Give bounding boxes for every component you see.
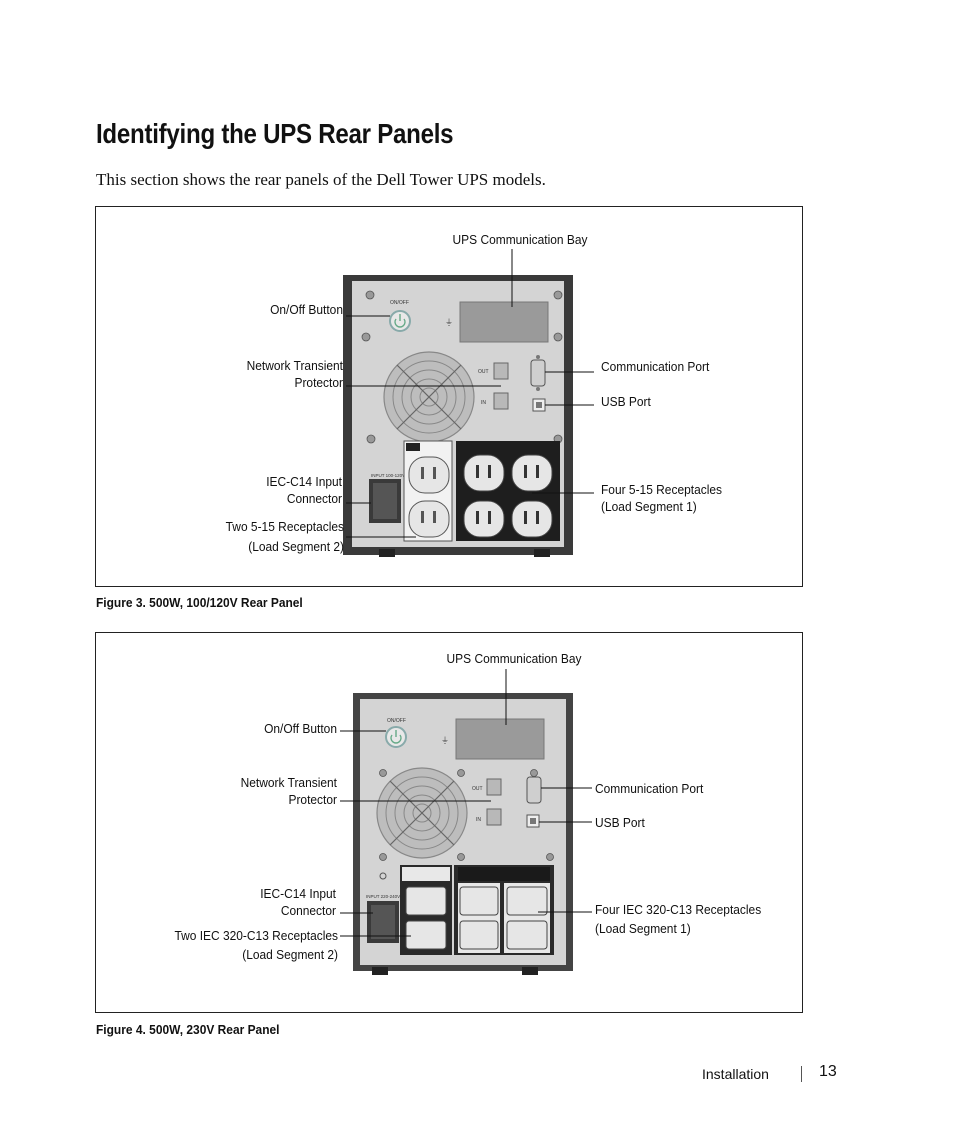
svg-text:INPUT 100-120V~: INPUT 100-120V~ (371, 473, 408, 478)
fig4-comm-bay-callout: UPS Communication Bay (446, 651, 582, 666)
communication-port-icon (526, 776, 542, 804)
ups-rear-panel-120v-illustration: ON/OFF ⏚ OUT IN INPUT 100-120V~ (343, 249, 594, 557)
svg-text:⏚: ⏚ (445, 318, 453, 327)
fig3-network-callout: Network Transient Protector (246, 358, 343, 390)
communication-bay (455, 718, 545, 760)
svg-text:IN: IN (476, 817, 481, 823)
fig3-four-receptacles-callout: Four 5-15 Receptacles (Load Segment 1) (601, 482, 722, 514)
svg-text:⏚: ⏚ (441, 736, 449, 745)
fig3-two-receptacles-callout: Two 5-15 Receptacles (Load Segment 2) (225, 519, 344, 554)
intro-paragraph: This section shows the rear panels of th… (96, 170, 546, 189)
svg-text:ON/OFF: ON/OFF (390, 300, 409, 306)
fig3-usb-port-callout: USB Port (601, 394, 651, 409)
page-title: Identifying the UPS Rear Panels (96, 118, 454, 149)
fig3-comm-bay-callout: UPS Communication Bay (452, 232, 588, 247)
fig3-on-off-callout: On/Off Button (270, 302, 343, 317)
figure-3-caption: Figure 3. 500W, 100/120V Rear Panel (96, 595, 303, 610)
communication-port-icon (530, 359, 546, 387)
fig3-iec-callout: IEC-C14 Input Connector (266, 474, 342, 506)
svg-text:INPUT 220-240V~: INPUT 220-240V~ (366, 894, 403, 899)
figure-3-frame: ON/OFF ⏚ OUT IN INPUT 100-120V~ (95, 206, 803, 587)
figure-4-caption: Figure 4. 500W, 230V Rear Panel (96, 1022, 280, 1037)
fig3-comm-port-callout: Communication Port (601, 359, 710, 374)
svg-text:OUT: OUT (472, 786, 483, 792)
footer-section-name: Installation (702, 1066, 769, 1082)
fig4-on-off-callout: On/Off Button (264, 721, 337, 736)
ups-rear-panel-230v-illustration: ON/OFF ⏚ OUT IN INPUT 220-240V~ (340, 669, 592, 975)
svg-text:ON/OFF: ON/OFF (387, 718, 406, 724)
communication-bay (459, 301, 549, 343)
figure-4-frame: ON/OFF ⏚ OUT IN INPUT 220-240V~ (95, 632, 803, 1013)
svg-text:IN: IN (481, 400, 486, 406)
fan-grille-icon (376, 767, 468, 859)
fig4-two-receptacles-callout: Two IEC 320-C13 Receptacles (Load Segmen… (174, 928, 338, 962)
fan-grille-icon (383, 351, 475, 443)
fig4-usb-port-callout: USB Port (595, 815, 645, 830)
fig4-iec-callout: IEC-C14 Input Connector (260, 886, 336, 918)
fig4-network-callout: Network Transient Protector (240, 775, 337, 807)
footer-divider (801, 1066, 802, 1082)
svg-text:OUT: OUT (478, 369, 489, 375)
page-number: 13 (819, 1063, 837, 1080)
fig4-four-receptacles-callout: Four IEC 320-C13 Receptacles (Load Segme… (595, 902, 762, 936)
fig4-comm-port-callout: Communication Port (595, 781, 704, 796)
